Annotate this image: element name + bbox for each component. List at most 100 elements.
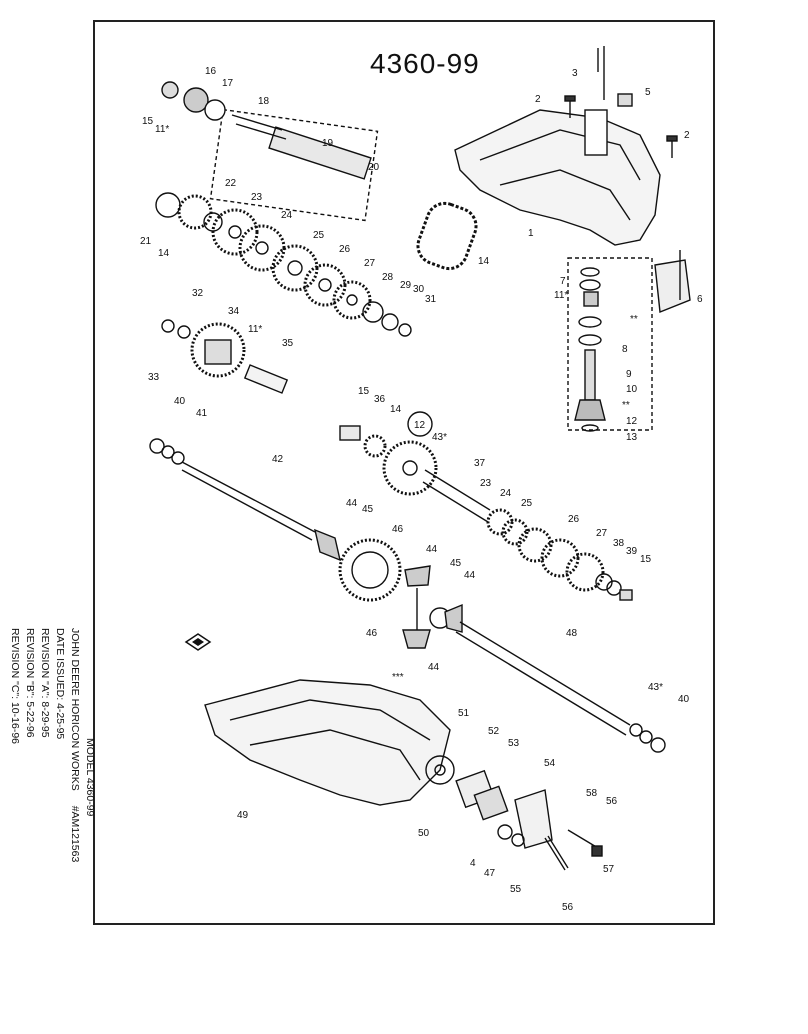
part-label-p58: 58 bbox=[586, 788, 598, 799]
part-label-p38: 38 bbox=[613, 538, 625, 549]
part-label-p24b: 24 bbox=[500, 488, 512, 499]
gear-cluster-lower bbox=[486, 508, 633, 601]
part-label-p6: 6 bbox=[697, 294, 703, 305]
part-label-p3: 3 bbox=[572, 68, 578, 79]
part-label-p47: 47 bbox=[484, 868, 496, 879]
part-label-p23a: 23 bbox=[251, 192, 263, 203]
part-label-p31: 31 bbox=[425, 294, 437, 305]
part-label-p14a: 14 bbox=[158, 248, 170, 259]
part-label-p29: 29 bbox=[400, 280, 412, 291]
part-label-p8: 8 bbox=[622, 344, 628, 355]
part-label-p15b: 15 bbox=[358, 386, 370, 397]
part-label-p27b: 27 bbox=[596, 528, 608, 539]
part-label-p44c: 44 bbox=[464, 570, 476, 581]
part-label-p34: 34 bbox=[228, 306, 240, 317]
manufacturer-logo bbox=[184, 632, 212, 652]
part-label-p26b: 26 bbox=[568, 514, 580, 525]
part-label-p26a: 26 bbox=[339, 244, 351, 255]
part-label-p18: 18 bbox=[258, 96, 270, 107]
part-label-p10: 10 bbox=[626, 384, 638, 395]
part-label-p32: 32 bbox=[192, 288, 204, 299]
part-label-p39: 39 bbox=[626, 546, 638, 557]
part-label-p11a: 11* bbox=[155, 124, 169, 135]
part-label-p44a: 44 bbox=[346, 498, 358, 509]
model-title: 4360-99 bbox=[370, 48, 480, 79]
part-label-p11b: 11* bbox=[554, 290, 568, 301]
part-label-p2b: 2 bbox=[684, 130, 690, 141]
revision-c: REVISION "C": 10-16-96 bbox=[9, 628, 21, 744]
part-label-p16: 16 bbox=[205, 66, 217, 77]
part-label-p7: 7 bbox=[560, 276, 566, 287]
revision-a: REVISION "A": 8-29-95 bbox=[39, 628, 51, 738]
part-label-s2: ** bbox=[622, 400, 630, 411]
gear-cluster-upper bbox=[155, 192, 412, 337]
part-label-p40b: 40 bbox=[678, 694, 690, 705]
part-label-p5: 5 bbox=[645, 87, 651, 98]
part-label-p43a: 43* bbox=[432, 432, 447, 443]
part-label-p54: 54 bbox=[544, 758, 556, 769]
part-label-p21: 21 bbox=[140, 236, 152, 247]
part-label-p37: 37 bbox=[474, 458, 486, 469]
part-label-p1: 1 bbox=[528, 228, 534, 239]
model-line: MODEL 4360-99 bbox=[84, 738, 96, 817]
part-label-p33: 33 bbox=[148, 372, 160, 383]
part-label-p22: 22 bbox=[225, 178, 237, 189]
part-label-p36: 36 bbox=[374, 394, 386, 405]
lower-housing bbox=[204, 679, 451, 806]
part-label-s1: ** bbox=[630, 314, 638, 325]
part-label-p41: 41 bbox=[196, 408, 208, 419]
part-label-p14b: 14 bbox=[478, 256, 490, 267]
part-label-p2a: 2 bbox=[535, 94, 541, 105]
part-label-p20: 20 bbox=[368, 162, 380, 173]
part-label-p53: 53 bbox=[508, 738, 520, 749]
part-label-p35: 35 bbox=[282, 338, 294, 349]
part-label-p40a: 40 bbox=[174, 396, 186, 407]
customer-line: JOHN DEERE HORICON WORKS #AM121563 bbox=[67, 628, 82, 928]
part-label-p56b: 56 bbox=[562, 902, 574, 913]
part-label-p9: 9 bbox=[626, 369, 632, 380]
part-label-p46a: 46 bbox=[392, 524, 404, 535]
part-label-p11c: 11* bbox=[248, 324, 262, 335]
part-label-p42: 42 bbox=[272, 454, 284, 465]
part-label-p19: 19 bbox=[322, 138, 334, 149]
part-label-p25b: 25 bbox=[521, 498, 533, 509]
part-label-p23b: 23 bbox=[480, 478, 492, 489]
part-label-p13: 13 bbox=[626, 432, 638, 443]
part-label-p4: 4 bbox=[470, 858, 476, 869]
part-label-p25a: 25 bbox=[313, 230, 325, 241]
customer-name: JOHN DEERE HORICON WORKS bbox=[69, 628, 81, 791]
part-label-p44d: 44 bbox=[428, 662, 440, 673]
part-label-p48: 48 bbox=[566, 628, 578, 639]
part-label-p15c: 15 bbox=[640, 554, 652, 565]
part-label-p49: 49 bbox=[237, 810, 249, 821]
part-label-p12a: 12 bbox=[414, 420, 426, 431]
part-label-p45b: 45 bbox=[450, 558, 462, 569]
part-label-p55: 55 bbox=[510, 884, 522, 895]
part-label-p52: 52 bbox=[488, 726, 500, 737]
part-label-p15a: 15 bbox=[142, 116, 154, 127]
housing-boss bbox=[584, 109, 608, 156]
part-label-p28: 28 bbox=[382, 272, 394, 283]
part-label-p17: 17 bbox=[222, 78, 234, 89]
part-label-p12b: 12 bbox=[626, 416, 638, 427]
part-label-p44b: 44 bbox=[426, 544, 438, 555]
part-label-p43b: 43* bbox=[648, 682, 663, 693]
part-label-p30: 30 bbox=[413, 284, 425, 295]
part-label-p50: 50 bbox=[418, 828, 430, 839]
part-label-p56a: 56 bbox=[606, 796, 618, 807]
part-number: #AM121563 bbox=[69, 805, 81, 863]
date-issued: DATE ISSUED: 4-25-95 bbox=[54, 628, 66, 740]
part-label-p27a: 27 bbox=[364, 258, 376, 269]
part-label-p14c: 14 bbox=[390, 404, 402, 415]
revision-b: REVISION "B": 5-22-96 bbox=[24, 628, 36, 738]
part-label-p45a: 45 bbox=[362, 504, 374, 515]
part-label-s3: *** bbox=[392, 672, 404, 683]
part-label-p46b: 46 bbox=[366, 628, 378, 639]
part-label-p24a: 24 bbox=[281, 210, 293, 221]
diagram-frame bbox=[93, 20, 715, 925]
part-label-p51: 51 bbox=[458, 708, 470, 719]
part-label-p57: 57 bbox=[603, 864, 615, 875]
